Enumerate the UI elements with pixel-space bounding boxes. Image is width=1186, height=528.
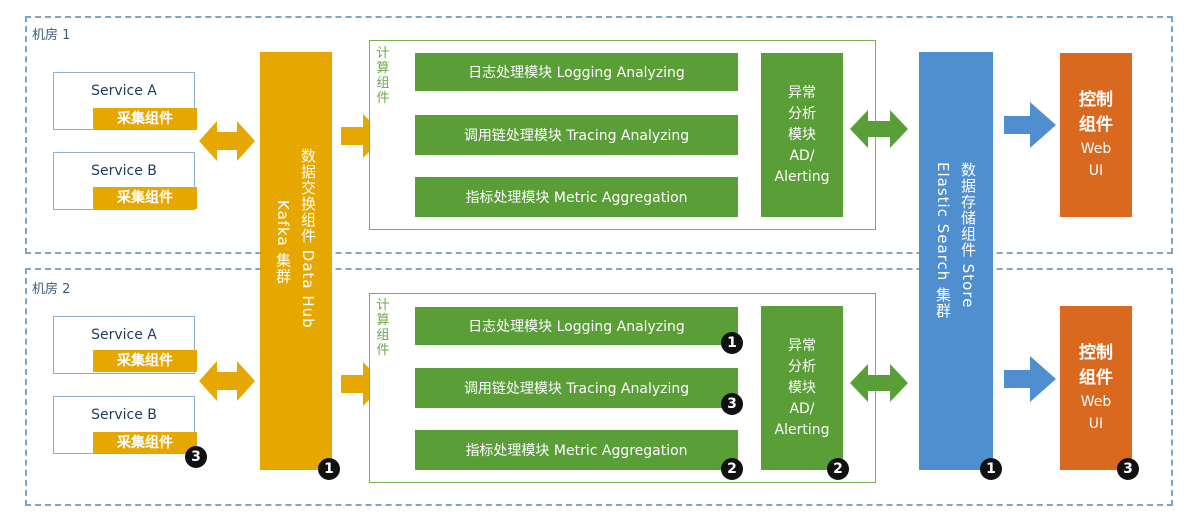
module-metric: 指标处理模块 Metric Aggregation (415, 430, 738, 470)
badge-3: 3 (721, 393, 743, 415)
module-tracing: 调用链处理模块 Tracing Analyzing (415, 115, 738, 155)
collector-dc1-b: 采集组件 (93, 187, 197, 209)
double-arrow-icon (199, 121, 255, 161)
storage-elastic-search: 数据存储组件 Store Elastic Search 集群 (919, 52, 993, 470)
console-line: 组件 (1079, 115, 1113, 135)
console-line: UI (1088, 416, 1104, 432)
collector-dc2-b: 采集组件 (93, 432, 197, 454)
service-name: Service B (91, 163, 157, 179)
kafka-title: 数据交换组件 Data Hub (299, 148, 317, 329)
console-web-ui-dc1: 控制 组件 Web UI (1060, 53, 1132, 217)
compute-label: 计算组件 (376, 46, 390, 106)
console-line: Web (1080, 141, 1112, 157)
kafka-data-hub: 数据交换组件 Data Hub Kafka 集群 (260, 52, 332, 470)
console-line: Web (1080, 394, 1112, 410)
double-arrow-icon (850, 364, 908, 402)
badge-3: 3 (185, 446, 207, 468)
anomaly-line: 分析 (788, 105, 816, 122)
anomaly-line: 模块 (788, 379, 816, 396)
console-line: 组件 (1079, 368, 1113, 388)
anomaly-module-dc2: 异常 分析 模块 AD/ Alerting (761, 306, 843, 470)
storage-title: 数据存储组件 Store (959, 162, 977, 309)
module-tracing: 调用链处理模块 Tracing Analyzing (415, 368, 738, 408)
console-line: 控制 (1079, 90, 1113, 110)
datacenter-2-label: 机房 2 (32, 282, 71, 297)
module-logging: 日志处理模块 Logging Analyzing (415, 53, 738, 91)
anomaly-line: Alerting (774, 421, 830, 438)
right-arrow-icon (1004, 102, 1056, 148)
badge-2: 2 (827, 458, 849, 480)
console-web-ui-dc2: 控制 组件 Web UI (1060, 306, 1132, 470)
badge-1: 1 (318, 458, 340, 480)
collector-dc1-a: 采集组件 (93, 108, 197, 130)
datacenter-2 (25, 268, 1173, 506)
badge-3: 3 (1117, 458, 1139, 480)
anomaly-line: 分析 (788, 358, 816, 375)
anomaly-module-dc1: 异常 分析 模块 AD/ Alerting (761, 53, 843, 217)
service-name: Service B (91, 407, 157, 423)
datacenter-1 (25, 16, 1173, 254)
module-metric: 指标处理模块 Metric Aggregation (415, 177, 738, 217)
module-logging: 日志处理模块 Logging Analyzing (415, 307, 738, 345)
kafka-subtitle: Kafka 集群 (274, 200, 292, 285)
datacenter-1-label: 机房 1 (32, 28, 71, 43)
compute-label: 计算组件 (376, 298, 390, 358)
badge-2: 2 (721, 458, 743, 480)
double-arrow-icon (199, 361, 255, 401)
service-name: Service A (91, 327, 157, 343)
storage-subtitle: Elastic Search 集群 (934, 162, 952, 320)
anomaly-line: Alerting (774, 168, 830, 185)
service-name: Service A (91, 83, 157, 99)
badge-1: 1 (721, 332, 743, 354)
anomaly-line: 异常 (788, 337, 816, 354)
console-line: UI (1088, 163, 1104, 179)
anomaly-line: 模块 (788, 126, 816, 143)
anomaly-line: AD/ (789, 400, 815, 417)
console-line: 控制 (1079, 343, 1113, 363)
anomaly-line: AD/ (789, 147, 815, 164)
collector-dc2-a: 采集组件 (93, 350, 197, 372)
badge-1: 1 (980, 458, 1002, 480)
right-arrow-icon (1004, 356, 1056, 402)
double-arrow-icon (850, 110, 908, 148)
anomaly-line: 异常 (788, 84, 816, 101)
